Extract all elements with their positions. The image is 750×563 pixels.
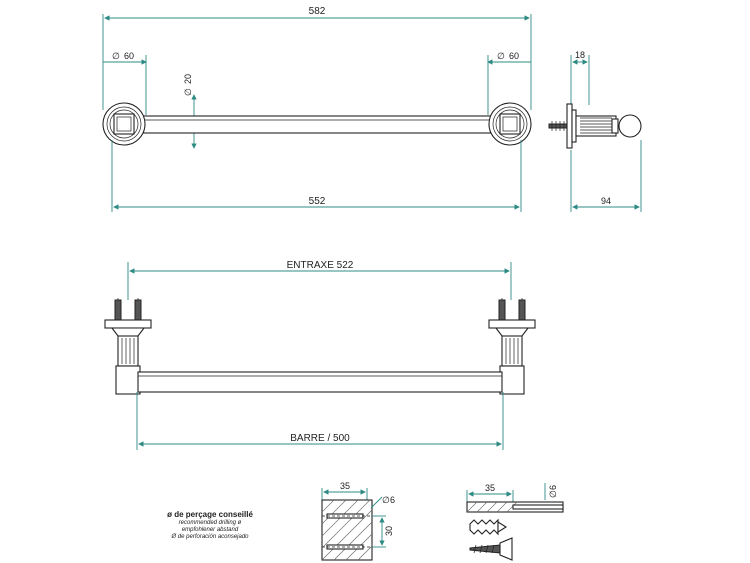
dim-between-rosettes: 552 <box>309 196 326 207</box>
dim-drill-dia-a: 6 <box>390 495 395 505</box>
dim-bar-diameter-symbol: ∅ <box>183 88 193 96</box>
dim-barre: BARRE / 500 <box>290 433 350 444</box>
front-view: 582 ∅ 60 ∅ 60 ∅ 20 552 <box>102 6 532 212</box>
dim-rosette-right: 60 <box>509 51 519 61</box>
dim-rosette-left: 60 <box>124 51 134 61</box>
dim-rosette-right-symbol: ∅ <box>497 51 505 61</box>
note-english: recommended drilling ø <box>178 520 242 526</box>
drilling-note: ø de perçage conseillé recommended drill… <box>150 510 270 541</box>
dim-depth: 18 <box>575 50 585 60</box>
dim-entraxe: ENTRAXE 522 <box>287 260 354 271</box>
dim-drill-width-b: 35 <box>485 483 495 493</box>
wall-plug-icon <box>469 518 508 536</box>
drill-detail-plate: 35 ∅ 6 30 <box>321 481 395 561</box>
top-view: ENTRAXE 522 BARRE / 500 <box>104 260 536 450</box>
dim-drill-dia-a-symbol: ∅ <box>382 495 390 505</box>
note-spanish: Ø de perforación aconsejado <box>171 534 249 540</box>
dim-drill-height: 30 <box>384 526 394 536</box>
screw-icon <box>469 537 513 561</box>
dim-drill-dia-b: 6 <box>548 485 558 490</box>
dim-rosette-left-symbol: ∅ <box>112 51 120 61</box>
dim-bar-diameter: 20 <box>183 74 193 84</box>
dim-drill-dia-b-symbol: ∅ <box>548 490 558 498</box>
note-title: ø de perçage conseillé <box>167 510 253 519</box>
side-view: 18 94 <box>548 50 642 212</box>
note-german: empfohlener abstand <box>181 527 239 533</box>
drill-detail-side: 35 ∅ 6 <box>466 483 564 561</box>
dim-drill-width-a: 35 <box>340 481 350 491</box>
dim-overall-length: 582 <box>309 6 326 17</box>
dim-projection: 94 <box>601 196 611 206</box>
